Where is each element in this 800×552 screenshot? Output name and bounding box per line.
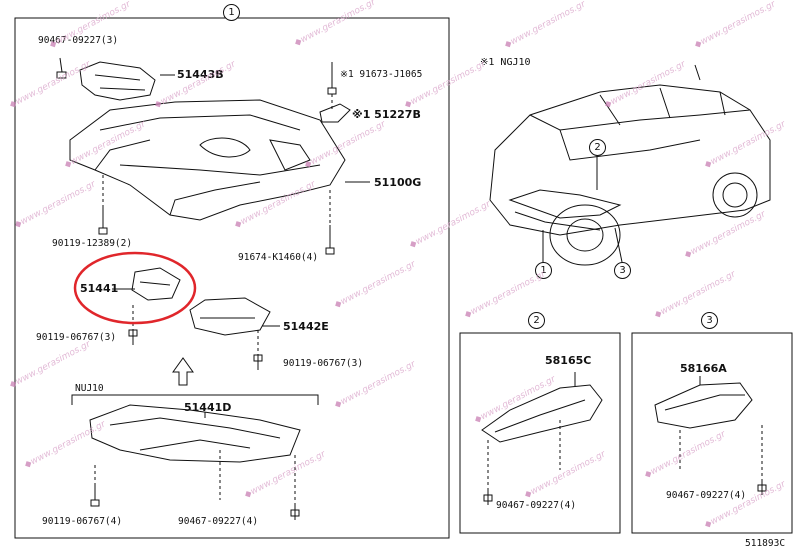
part-label-51441D: 51441D bbox=[184, 401, 232, 414]
cover-51441 bbox=[131, 267, 181, 301]
part-label-91673-J1065: ※1 91673-J1065 bbox=[340, 69, 423, 80]
group-3-frame bbox=[631, 332, 793, 534]
cover-58166A bbox=[654, 382, 753, 429]
vehicle-callout-3: 3 bbox=[614, 262, 631, 279]
diagram-code: 511893C bbox=[745, 538, 786, 549]
group-marker-2: 2 bbox=[528, 312, 545, 329]
vehicle-note: ※1 NGJ10 bbox=[480, 57, 531, 68]
group-marker-3: 3 bbox=[701, 312, 718, 329]
clip-51227B bbox=[319, 103, 351, 123]
up-arrow bbox=[172, 357, 194, 386]
highlight-circle bbox=[73, 251, 197, 325]
part-label-51443B: 51443B bbox=[177, 68, 224, 81]
group-marker-1: 1 bbox=[223, 4, 240, 21]
cover-58165C bbox=[481, 384, 603, 443]
part-label-90119-06767-4: 90119-06767(4) bbox=[42, 516, 123, 527]
part-label-90119-06767-3a: 90119-06767(3) bbox=[36, 332, 117, 343]
part-label-90467-09227-3: 90467-09227(3) bbox=[38, 35, 119, 46]
part-label-51227B: ※1 51227B bbox=[352, 108, 421, 121]
part-label-90467-09227-4a: 90467-09227(4) bbox=[178, 516, 259, 527]
group-2-frame bbox=[459, 332, 621, 534]
part-label-51442E: 51442E bbox=[283, 320, 329, 333]
part-label-58165C: 58165C bbox=[545, 354, 592, 367]
vehicle-callout-2: 2 bbox=[589, 139, 606, 156]
nuj10-label: NUJ10 bbox=[75, 383, 104, 394]
part-label-51100G: 51100G bbox=[374, 176, 422, 189]
part-label-90119-12389-2: 90119-12389(2) bbox=[52, 238, 133, 249]
part-label-58166A: 58166A bbox=[680, 362, 727, 375]
part-label-51441: 51441 bbox=[80, 282, 119, 295]
bracket-51443B bbox=[79, 61, 156, 101]
vehicle-body bbox=[489, 84, 771, 236]
part-label-90119-06767-3b: 90119-06767(3) bbox=[283, 358, 364, 369]
part-label-91674-K1460-4: 91674-K1460(4) bbox=[238, 252, 319, 263]
part-label-90467-09227-4b: 90467-09227(4) bbox=[496, 500, 577, 511]
part-label-90467-09227-4c: 90467-09227(4) bbox=[666, 490, 747, 501]
undercover-51441D bbox=[89, 404, 301, 463]
cover-51442E bbox=[189, 297, 271, 336]
